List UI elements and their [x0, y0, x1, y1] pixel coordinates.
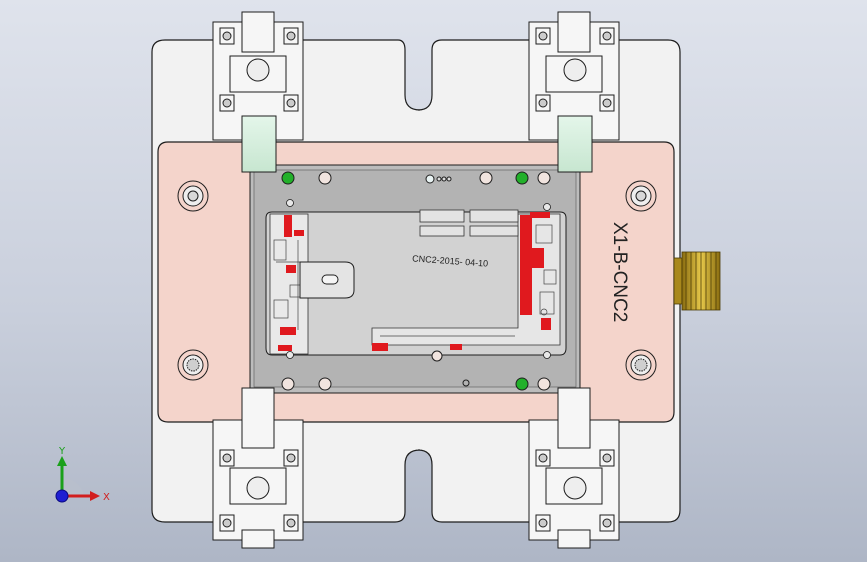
left-cavity-red-4 [294, 230, 304, 236]
locating-pins [281, 171, 551, 391]
axis-y-arrowhead [57, 456, 67, 466]
top-slot-1 [419, 209, 465, 223]
left-cavity-red-1 [284, 215, 292, 237]
clamp-top-right [528, 11, 620, 173]
pin-small-t3 [441, 176, 447, 182]
clamp-bottom-right [528, 387, 620, 549]
plate-label: X1-B-CNC2 [609, 222, 630, 322]
clamp-bottom-left [212, 387, 304, 549]
axis-triad-arc [62, 477, 84, 496]
right-cavity-red-4 [372, 343, 388, 351]
left-cavity-red-5 [278, 345, 292, 351]
axis-y-label: Y [58, 446, 66, 457]
pin-small-t1 [425, 174, 435, 184]
axis-x-label: X [103, 492, 110, 503]
pin-green-br [515, 377, 529, 391]
axis-triad[interactable]: Y X [55, 446, 110, 503]
pin-tc [479, 171, 493, 185]
cavity-markers [286, 199, 551, 359]
right-cavity-red-2 [532, 248, 544, 268]
counterbore-holes [177, 180, 657, 381]
pin-bc [431, 350, 443, 362]
axis-x-arrowhead [90, 491, 100, 501]
pin-small-b [462, 379, 470, 387]
threaded-connector [673, 251, 721, 311]
axis-z-dot [55, 489, 69, 503]
pin-bl [281, 377, 295, 391]
pin-small-t4 [446, 176, 452, 182]
pin-green-tr [515, 171, 529, 185]
right-cavity-red-6 [530, 212, 550, 218]
top-slot-2 [469, 209, 519, 223]
pin-br [537, 377, 551, 391]
left-cavity-red-2 [286, 265, 296, 273]
mid-slot-2 [469, 225, 519, 237]
pin-green-tl [281, 171, 295, 185]
right-cavity-details [380, 224, 557, 337]
pin-bl-2 [318, 377, 332, 391]
left-cavity-red-3 [280, 327, 296, 335]
locator-slot [321, 274, 339, 285]
right-cavity-red-3 [541, 318, 551, 330]
part-plate [265, 211, 567, 356]
clamp-top-left [212, 11, 304, 173]
pin-small-t2 [436, 176, 442, 182]
mid-slot-1 [419, 225, 465, 237]
pin-tl-2 [318, 171, 332, 185]
right-cavity-red-1 [520, 215, 532, 315]
pin-tr [537, 171, 551, 185]
right-cavity-red-5 [450, 344, 462, 350]
